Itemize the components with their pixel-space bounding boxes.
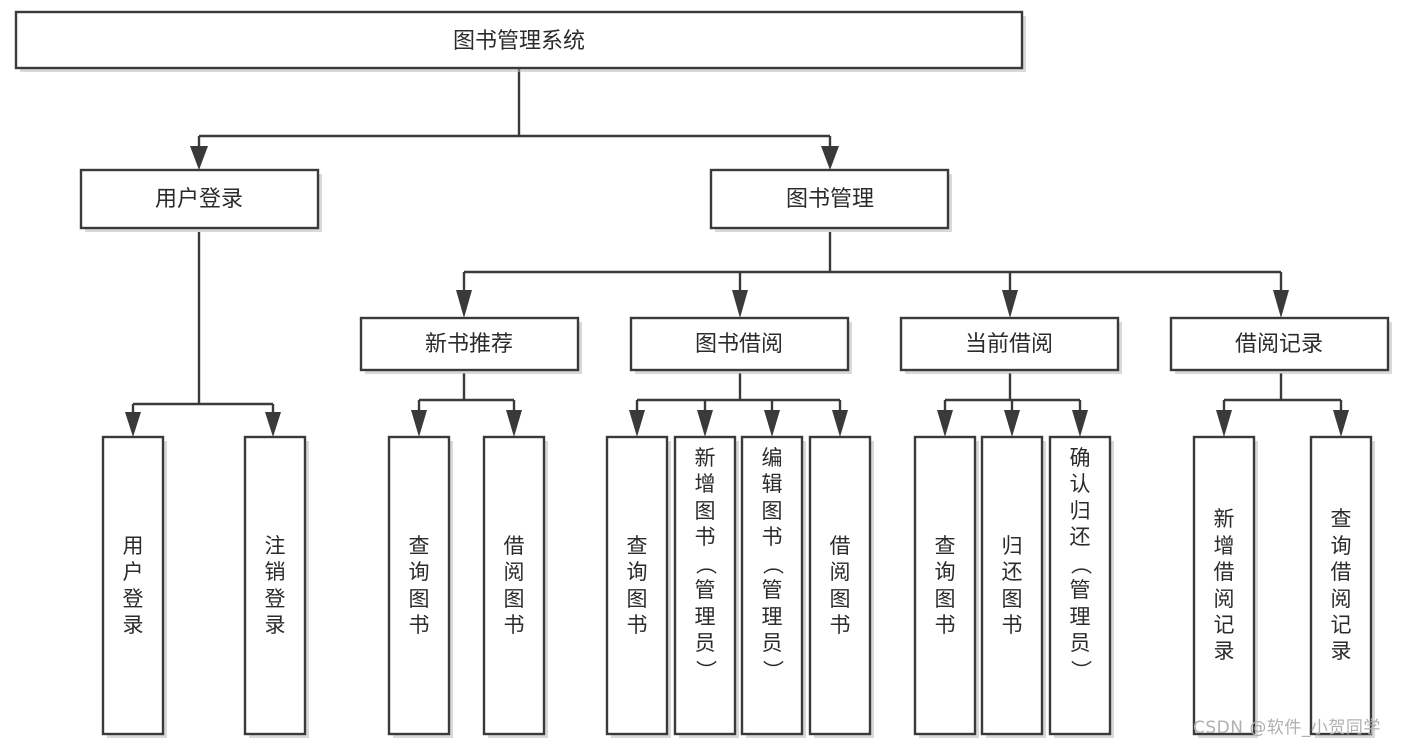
node-leaf-current-borrow-1[interactable] bbox=[913, 435, 979, 738]
arrow-head-leaf-ul-2 bbox=[265, 412, 281, 437]
node-new-book-label: 新书推荐 bbox=[425, 332, 513, 357]
node-leaf-borrow-record-2[interactable] bbox=[1309, 435, 1375, 738]
node-borrow-record-label: 借阅记录 bbox=[1235, 332, 1323, 357]
arrow-head-leaf-cb-3 bbox=[1072, 410, 1088, 437]
connector-group-book-manage bbox=[456, 232, 1289, 318]
arrow-head-leaf-bb-4 bbox=[832, 410, 848, 437]
node-borrow-record[interactable]: 借阅记录 bbox=[1169, 316, 1392, 374]
node-leaf-new-book-2[interactable] bbox=[482, 435, 548, 738]
connector-group-new-book bbox=[411, 373, 522, 437]
arrow-head-book-manage bbox=[821, 146, 839, 170]
node-leaf-user-login-1[interactable] bbox=[101, 435, 167, 738]
connector-group-borrow-record bbox=[1216, 373, 1349, 437]
arrow-head-borrow-record bbox=[1273, 290, 1289, 318]
node-current-borrow-label: 当前借阅 bbox=[965, 332, 1053, 357]
connector-group-book-borrow bbox=[629, 373, 848, 437]
node-leaf-user-login-2[interactable] bbox=[243, 435, 309, 738]
connector-group-current-borrow bbox=[937, 373, 1088, 437]
node-root-rect[interactable] bbox=[14, 10, 1024, 70]
node-book-manage-rect[interactable] bbox=[709, 168, 950, 230]
node-leaf-book-borrow-4[interactable] bbox=[808, 435, 874, 738]
leaf-br-1-rect[interactable] bbox=[1192, 435, 1256, 736]
connector-group-user-login bbox=[125, 232, 281, 437]
leaf-bb-2-rect[interactable] bbox=[673, 435, 737, 736]
arrow-head-new-book bbox=[456, 290, 472, 318]
node-leaf-current-borrow-3[interactable] bbox=[1048, 435, 1114, 738]
node-book-borrow-label: 图书借阅 bbox=[695, 332, 783, 357]
node-current-borrow-rect[interactable] bbox=[899, 316, 1120, 372]
node-leaf-new-book-1[interactable] bbox=[387, 435, 453, 738]
node-new-book-rect[interactable] bbox=[359, 316, 580, 372]
node-root-label: 图书管理系统 bbox=[453, 29, 585, 54]
arrow-head-current-borrow bbox=[1002, 290, 1018, 318]
arrow-head-leaf-nb-2 bbox=[506, 410, 522, 437]
leaf-bb-1-rect[interactable] bbox=[605, 435, 669, 736]
node-leaf-book-borrow-1[interactable] bbox=[605, 435, 671, 738]
leaf-nb-1-rect[interactable] bbox=[387, 435, 451, 736]
arrow-head-leaf-nb-1 bbox=[411, 410, 427, 437]
node-leaf-book-borrow-2[interactable] bbox=[673, 435, 739, 738]
arrow-head-user-login bbox=[190, 146, 208, 170]
node-user-login-label: 用户登录 bbox=[155, 187, 243, 212]
leaf-br-2-rect[interactable] bbox=[1309, 435, 1373, 736]
node-leaf-borrow-record-1[interactable] bbox=[1192, 435, 1258, 738]
leaf-cb-3-rect[interactable] bbox=[1048, 435, 1112, 736]
arrow-head-book-borrow bbox=[732, 290, 748, 318]
leaf-ul-1-rect[interactable] bbox=[101, 435, 165, 736]
node-book-borrow-rect[interactable] bbox=[629, 316, 850, 372]
leaf-nb-2-rect[interactable] bbox=[482, 435, 546, 736]
arrow-head-leaf-bb-3 bbox=[764, 410, 780, 437]
node-book-manage-label: 图书管理 bbox=[786, 187, 874, 212]
connector-group-root bbox=[190, 68, 839, 170]
leaf-bb-3-rect[interactable] bbox=[740, 435, 804, 736]
node-borrow-record-rect[interactable] bbox=[1169, 316, 1390, 372]
leaf-cb-1-rect[interactable] bbox=[913, 435, 977, 736]
node-book-manage[interactable]: 图书管理 bbox=[709, 168, 952, 232]
node-leaf-book-borrow-3[interactable] bbox=[740, 435, 806, 738]
node-new-book-recommend[interactable]: 新书推荐 bbox=[359, 316, 582, 374]
node-root[interactable]: 图书管理系统 bbox=[14, 10, 1026, 72]
node-current-borrow[interactable]: 当前借阅 bbox=[899, 316, 1122, 374]
arrow-head-leaf-cb-1 bbox=[937, 410, 953, 437]
arrow-head-leaf-br-2 bbox=[1333, 410, 1349, 437]
arrow-head-leaf-br-1 bbox=[1216, 410, 1232, 437]
leaf-bb-4-rect[interactable] bbox=[808, 435, 872, 736]
node-user-login-rect[interactable] bbox=[79, 168, 320, 230]
node-user-login[interactable]: 用户登录 bbox=[79, 168, 322, 232]
arrow-head-leaf-cb-2 bbox=[1004, 410, 1020, 437]
node-leaf-current-borrow-2[interactable] bbox=[980, 435, 1046, 738]
node-book-borrow[interactable]: 图书借阅 bbox=[629, 316, 852, 374]
arrow-head-leaf-ul-1 bbox=[125, 412, 141, 437]
arrow-head-leaf-bb-2 bbox=[697, 410, 713, 437]
arrow-head-leaf-bb-1 bbox=[629, 410, 645, 437]
leaf-cb-2-rect[interactable] bbox=[980, 435, 1044, 736]
leaf-ul-2-rect[interactable] bbox=[243, 435, 307, 736]
